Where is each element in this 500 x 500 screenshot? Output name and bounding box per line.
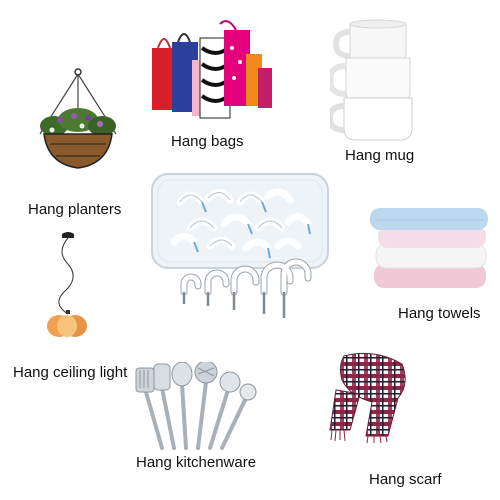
pendant-light-icon	[42, 230, 92, 338]
caption-hang-ceiling-light: Hang ceiling light	[13, 364, 128, 381]
hanging-planter-icon	[30, 68, 125, 180]
shopping-bags-icon	[148, 18, 276, 128]
hook-box-icon	[150, 172, 330, 270]
caption-hang-towels: Hang towels	[398, 305, 481, 322]
folded-towels-icon	[366, 204, 492, 292]
caption-hang-kitchenware: Hang kitchenware	[136, 454, 257, 471]
screw-hooks-icon	[176, 258, 314, 322]
caption-hang-mug: Hang mug	[345, 147, 415, 164]
caption-hang-planters: Hang planters	[28, 201, 122, 218]
caption-hang-bags: Hang bags	[171, 133, 244, 150]
kitchen-utensils-icon	[132, 362, 258, 452]
caption-hang-scarf: Hang scarf	[369, 471, 442, 488]
stacked-mugs-icon	[330, 14, 422, 142]
plaid-scarf-icon	[328, 350, 414, 444]
